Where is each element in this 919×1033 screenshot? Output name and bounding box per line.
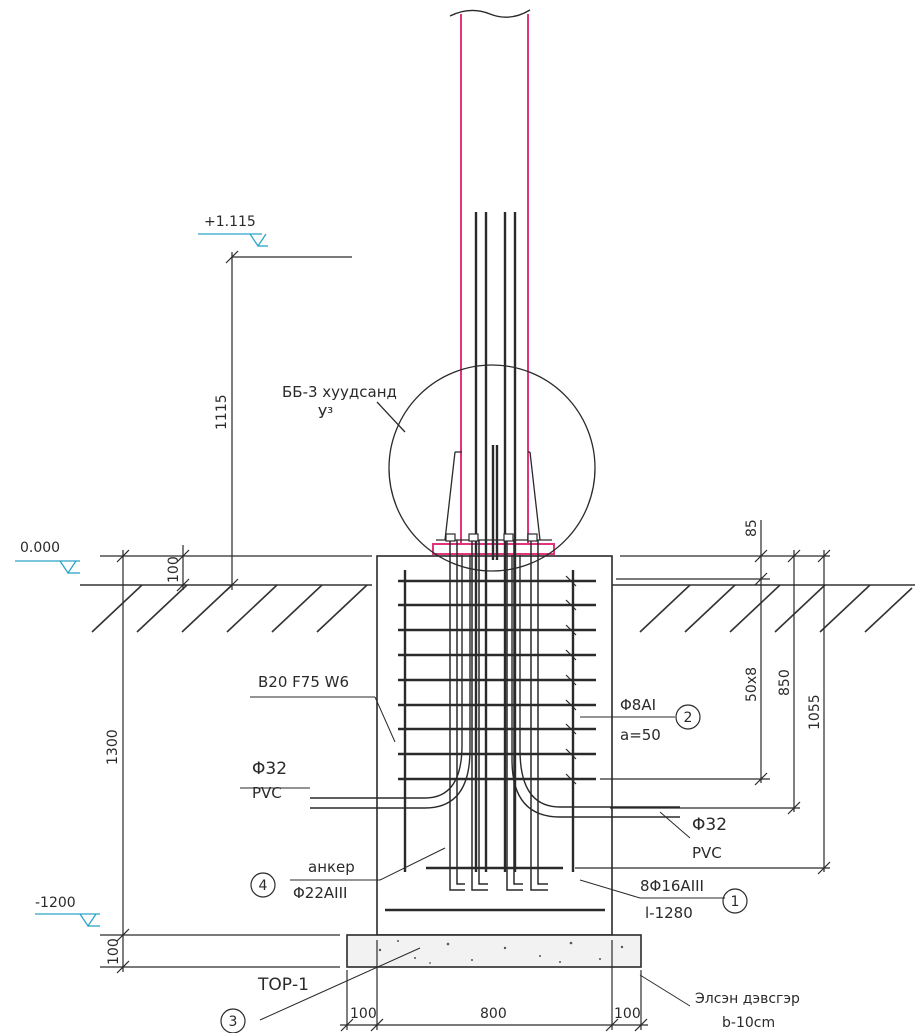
anchor-size: Φ22AIII — [293, 884, 347, 902]
detail-ref: У³ — [318, 404, 333, 422]
dim-85: 85 — [744, 519, 760, 537]
pipe-right-size: Φ32 — [692, 815, 727, 835]
level-marker-zero — [15, 560, 80, 575]
dim-850: 850 — [777, 669, 793, 696]
level-zero-text: 0.000 — [20, 540, 60, 556]
detail-title: ББ-3 хуудсанд — [282, 383, 397, 401]
base-plate-name: ТОР-1 — [257, 975, 309, 995]
detail-callout — [376, 364, 596, 572]
left-dimensions — [100, 250, 372, 974]
pipe-left-material: PVC — [252, 784, 282, 802]
stirrup-spacing: a=50 — [620, 726, 661, 744]
dim-100-base: 100 — [106, 938, 122, 965]
dim-50x8: 50x8 — [744, 667, 760, 702]
pipe-left-size: Φ32 — [252, 759, 287, 779]
dim-800: 800 — [480, 1006, 507, 1022]
dim-100-left: 100 — [350, 1006, 377, 1022]
level-top-text: +1.115 — [204, 214, 256, 230]
anchor-name: анкер — [308, 858, 355, 876]
dim-100-right: 100 — [614, 1006, 641, 1022]
dim-1300: 1300 — [105, 729, 121, 765]
pvc-conduits — [310, 555, 680, 818]
marker-3-text: 3 — [229, 1014, 238, 1030]
vertical-rebars — [385, 212, 605, 912]
bolt-heads — [445, 533, 538, 542]
stirrups — [398, 579, 596, 781]
bars-size: 8Φ16AIII — [640, 877, 704, 895]
level-marker-bottom — [35, 913, 100, 928]
level-bottom-text: -1200 — [35, 895, 76, 911]
marker-1: 1 — [722, 888, 748, 914]
leader-lines — [240, 696, 725, 1021]
dim-1115: 1115 — [214, 394, 230, 430]
marker-3: 3 — [220, 1008, 246, 1033]
stirrup-size: Φ8AI — [620, 696, 656, 714]
level-marker-top — [198, 233, 268, 248]
base-plate — [346, 934, 642, 968]
dim-100-zero: 100 — [166, 556, 182, 583]
bars-length: l-1280 — [645, 904, 693, 922]
marker-4: 4 — [250, 872, 276, 898]
marker-1-text: 1 — [731, 894, 740, 910]
dim-1055: 1055 — [807, 694, 823, 730]
stirrup-ticks — [565, 575, 577, 785]
marker-2: 2 — [675, 704, 701, 730]
bottom-dimensions — [340, 940, 648, 1032]
anchor-bolts — [449, 540, 548, 891]
marker-4-text: 4 — [259, 878, 268, 894]
sand-layer-thickness: b-10cm — [722, 1015, 775, 1031]
concrete-grade: B20 F75 W6 — [258, 673, 349, 691]
sand-layer-name: Элсэн дэвсгэр — [695, 991, 800, 1007]
foundation-block — [376, 555, 613, 936]
ground-line — [80, 584, 915, 633]
pipe-right-material: PVC — [692, 844, 722, 862]
right-dimensions — [575, 520, 831, 875]
marker-2-text: 2 — [684, 710, 693, 726]
